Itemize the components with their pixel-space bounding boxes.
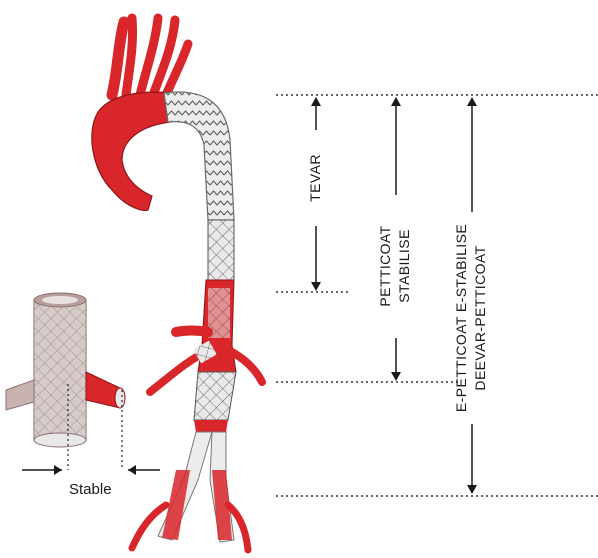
supra-aortic-branches [112, 18, 188, 100]
aorta [92, 18, 262, 550]
inset-stented-branch [6, 293, 160, 475]
label-epetticoat-line1: E-PETTICOAT E-STABILISE [453, 224, 469, 412]
label-petticoat-line1: PETTICOAT [377, 225, 393, 306]
label-tevar: TEVAR [307, 154, 323, 202]
label-stable: Stable [69, 481, 112, 498]
bare-stent-upper [208, 220, 234, 280]
infrarenal-segment [194, 372, 236, 420]
label-epetticoat-line2: DEEVAR-PETTICOAT [472, 245, 488, 390]
tevar-stent-graft [164, 92, 234, 220]
aortic-arch [92, 92, 172, 210]
level-lines [276, 95, 598, 496]
label-petticoat-line2: STABILISE [396, 229, 412, 302]
